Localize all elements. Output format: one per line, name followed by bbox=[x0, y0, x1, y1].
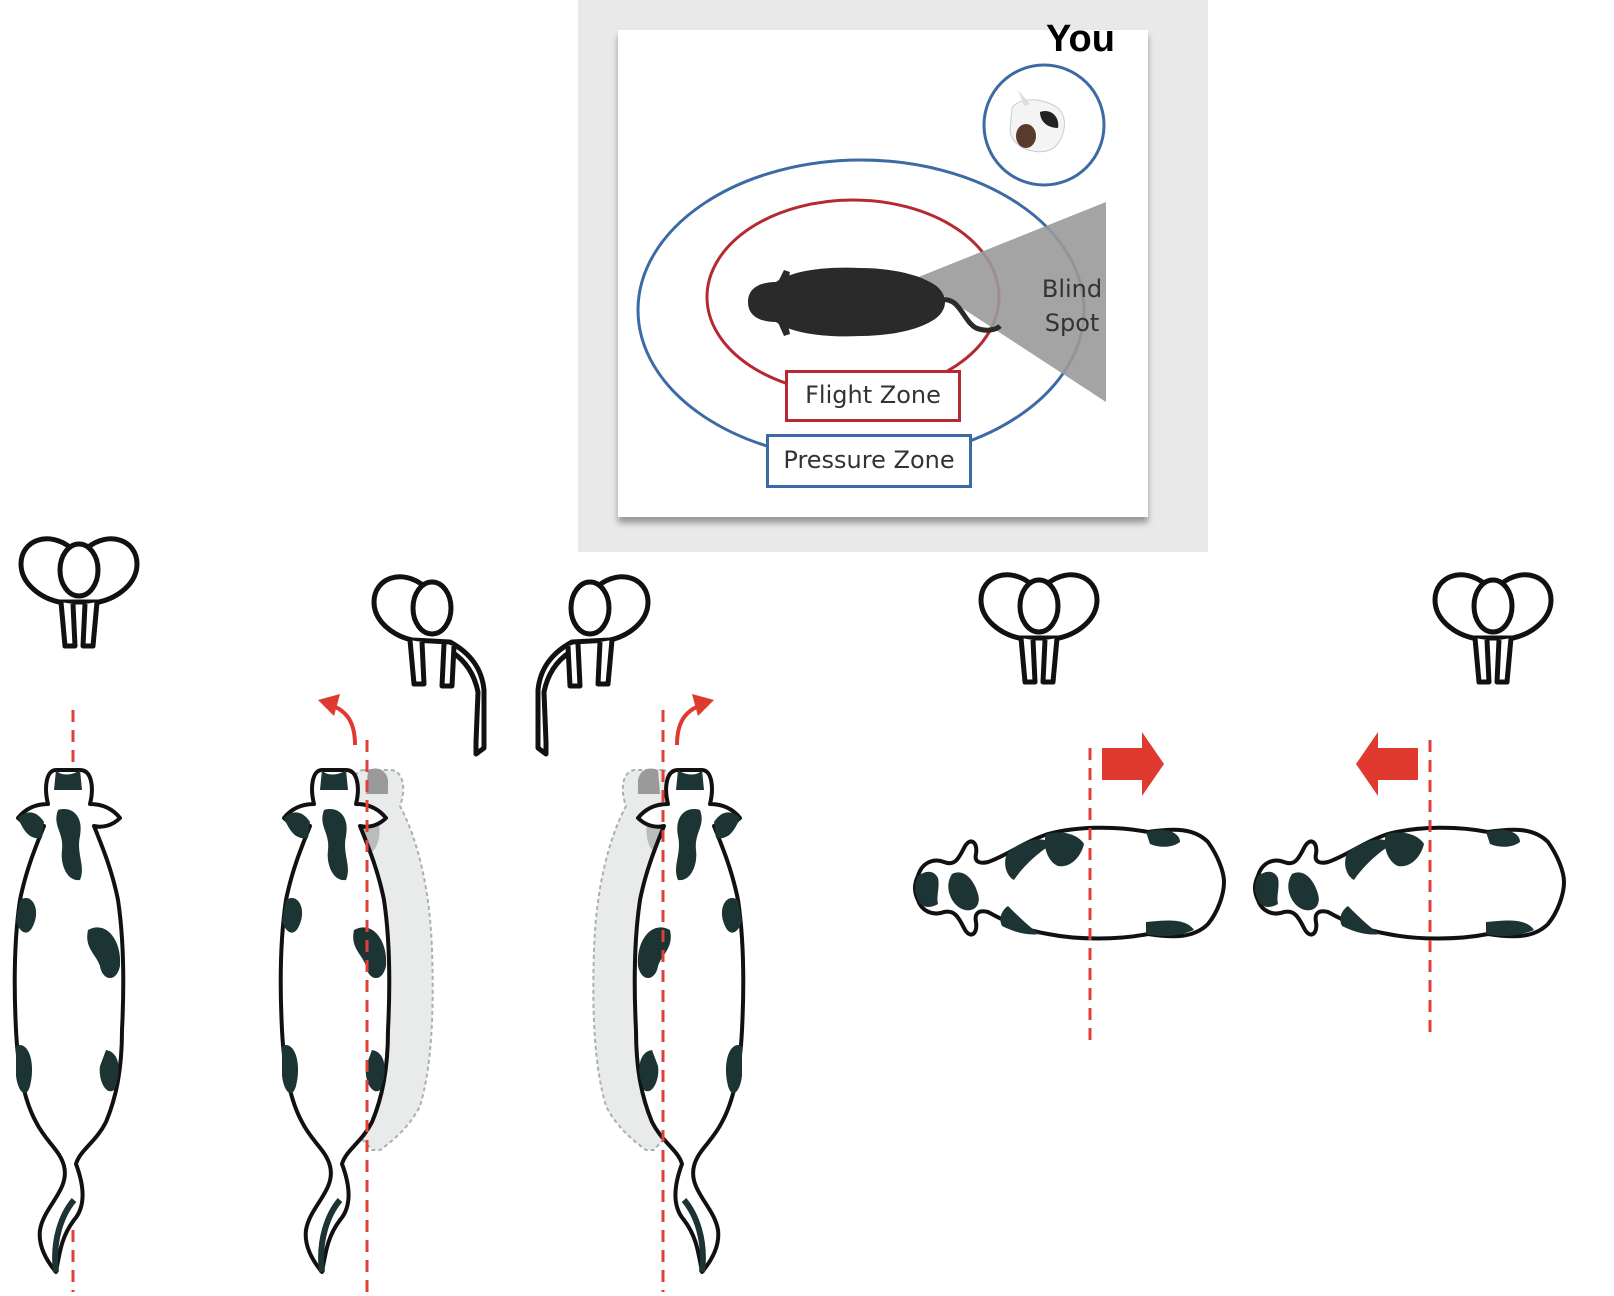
arrow-left-icon bbox=[1356, 732, 1418, 796]
pressure-zone-label: Pressure Zone bbox=[766, 434, 972, 488]
turn-arrow-icon bbox=[675, 704, 700, 746]
blind-spot-label-line2: Spot bbox=[1044, 309, 1100, 337]
zone-diagram bbox=[636, 63, 1106, 462]
blind-spot-label: Blind Spot bbox=[1032, 272, 1112, 340]
flight-zone-label: Flight Zone bbox=[785, 370, 961, 422]
pointing-person-icon bbox=[374, 577, 484, 754]
person-icon bbox=[981, 575, 1097, 682]
cow-icon bbox=[913, 825, 1226, 941]
you-label: You bbox=[1046, 18, 1115, 60]
arrow-head-icon bbox=[692, 694, 714, 716]
turn-arrow-icon bbox=[332, 704, 357, 746]
pointing-person-icon bbox=[538, 577, 648, 754]
cow-silhouette bbox=[748, 267, 1002, 337]
person-icon bbox=[21, 539, 137, 646]
blind-spot-region bbox=[916, 202, 1106, 402]
blind-spot-label-line1: Blind bbox=[1041, 275, 1103, 303]
you-person-figure bbox=[1009, 90, 1065, 153]
arrow-head-icon bbox=[318, 694, 340, 716]
cow-icon bbox=[1253, 825, 1566, 941]
scene-turn-right bbox=[538, 577, 743, 1292]
scene-move-forward bbox=[913, 575, 1226, 1040]
scene-straight bbox=[15, 539, 137, 1292]
cow-icon bbox=[15, 770, 123, 1272]
scene-turn-left bbox=[281, 577, 484, 1292]
person-icon bbox=[1435, 575, 1551, 682]
arrow-right-icon bbox=[1102, 732, 1164, 796]
scene-move-backward bbox=[1253, 575, 1566, 1036]
